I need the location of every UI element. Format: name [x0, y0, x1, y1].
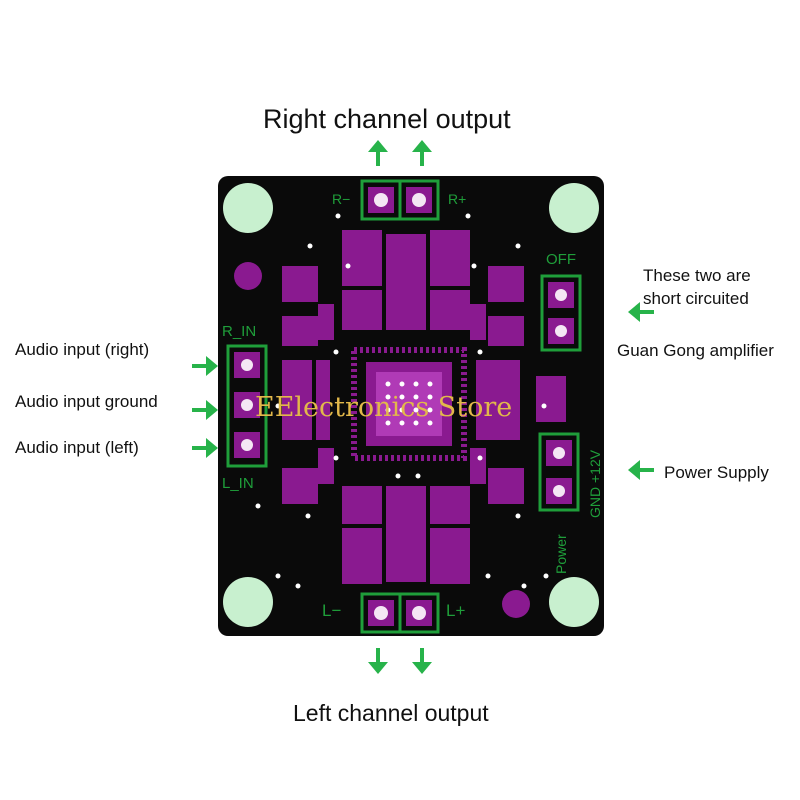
right-channel-output-title: Right channel output [263, 104, 511, 134]
via-dot [465, 213, 471, 219]
top-inductor-block [282, 230, 524, 330]
power-supply-label: Power Supply [664, 463, 769, 482]
chip-thermal-via [413, 394, 419, 400]
left-arrow-icon [628, 460, 654, 480]
via-dot [295, 583, 301, 589]
mounting-hole [549, 577, 599, 627]
left-components [282, 304, 334, 484]
left-channel-output-title: Left channel output [293, 700, 489, 726]
chip-thermal-via [413, 420, 419, 426]
chip-thermal-via [413, 381, 419, 387]
via-dot [477, 349, 483, 355]
short-circuit-note-line1: These two are [643, 266, 751, 285]
via-dot [541, 403, 547, 409]
left-arrow-icon [628, 302, 654, 322]
down-arrow-icon [412, 648, 432, 674]
l-minus-silk: L− [322, 601, 341, 620]
via-dot [515, 513, 521, 519]
chip-thermal-via [427, 420, 433, 426]
left-output-terminal [360, 592, 440, 634]
via-dot [515, 243, 521, 249]
chip-thermal-via [399, 420, 405, 426]
r-in-silk: R_IN [222, 323, 256, 340]
chip-thermal-via [385, 394, 391, 400]
via-dot [471, 263, 477, 269]
via-dot [395, 473, 401, 479]
audio-input-left-label: Audio input (left) [15, 438, 139, 457]
mounting-hole [549, 183, 599, 233]
r-plus-silk: R+ [448, 191, 466, 207]
via-dot [477, 455, 483, 461]
amplifier-pcb-board: R− R+ L− L+ R_IN L_IN OFF GND + [218, 176, 604, 636]
via-pad [502, 590, 530, 618]
via-dot [415, 473, 421, 479]
chip-thermal-via [385, 381, 391, 387]
via-dot [275, 573, 281, 579]
chip-thermal-via [427, 394, 433, 400]
guan-gong-amplifier-label: Guan Gong amplifier [617, 341, 774, 360]
via-dot [307, 243, 313, 249]
off-silk: OFF [546, 251, 576, 268]
via-dot [345, 263, 351, 269]
via-dot [543, 573, 549, 579]
audio-input-header [226, 344, 268, 468]
via-dot [275, 403, 281, 409]
chip-thermal-via [399, 394, 405, 400]
chip-thermal-via [385, 420, 391, 426]
mounting-hole [223, 577, 273, 627]
power-input-header [538, 432, 580, 512]
l-plus-silk: L+ [446, 601, 465, 620]
via-dot [521, 583, 527, 589]
chip-thermal-via [399, 381, 405, 387]
right-arrow-icon [192, 400, 218, 420]
l-in-silk: L_IN [222, 475, 254, 492]
chip-thermal-via [427, 381, 433, 387]
via-dot [333, 455, 339, 461]
right-arrow-icon [192, 356, 218, 376]
up-arrow-icon [368, 140, 388, 166]
r-minus-silk: R− [332, 191, 350, 207]
right-output-terminal [360, 179, 440, 221]
chip-thermal-via [399, 407, 405, 413]
chip-thermal-via [427, 407, 433, 413]
right-arrow-icon [192, 438, 218, 458]
bottom-inductor-block [282, 468, 524, 584]
via-pad [234, 262, 262, 290]
audio-input-right-label: Audio input (right) [15, 340, 150, 359]
chip-thermal-via [413, 407, 419, 413]
store-watermark: EElectronics Store [255, 392, 513, 423]
audio-input-ground-label: Audio input ground [15, 392, 158, 411]
chip-thermal-via [385, 407, 391, 413]
via-dot [485, 573, 491, 579]
mounting-hole [223, 183, 273, 233]
via-dot [255, 503, 261, 509]
via-dot [335, 213, 341, 219]
off-jumper-pads [540, 274, 582, 352]
via-dot [305, 513, 311, 519]
via-dot [333, 349, 339, 355]
power-pins-silk: GND +12V [587, 449, 603, 518]
up-arrow-icon [412, 140, 432, 166]
short-circuit-note-line2: short circuited [643, 289, 749, 308]
down-arrow-icon [368, 648, 388, 674]
power-silk: Power [553, 534, 569, 574]
